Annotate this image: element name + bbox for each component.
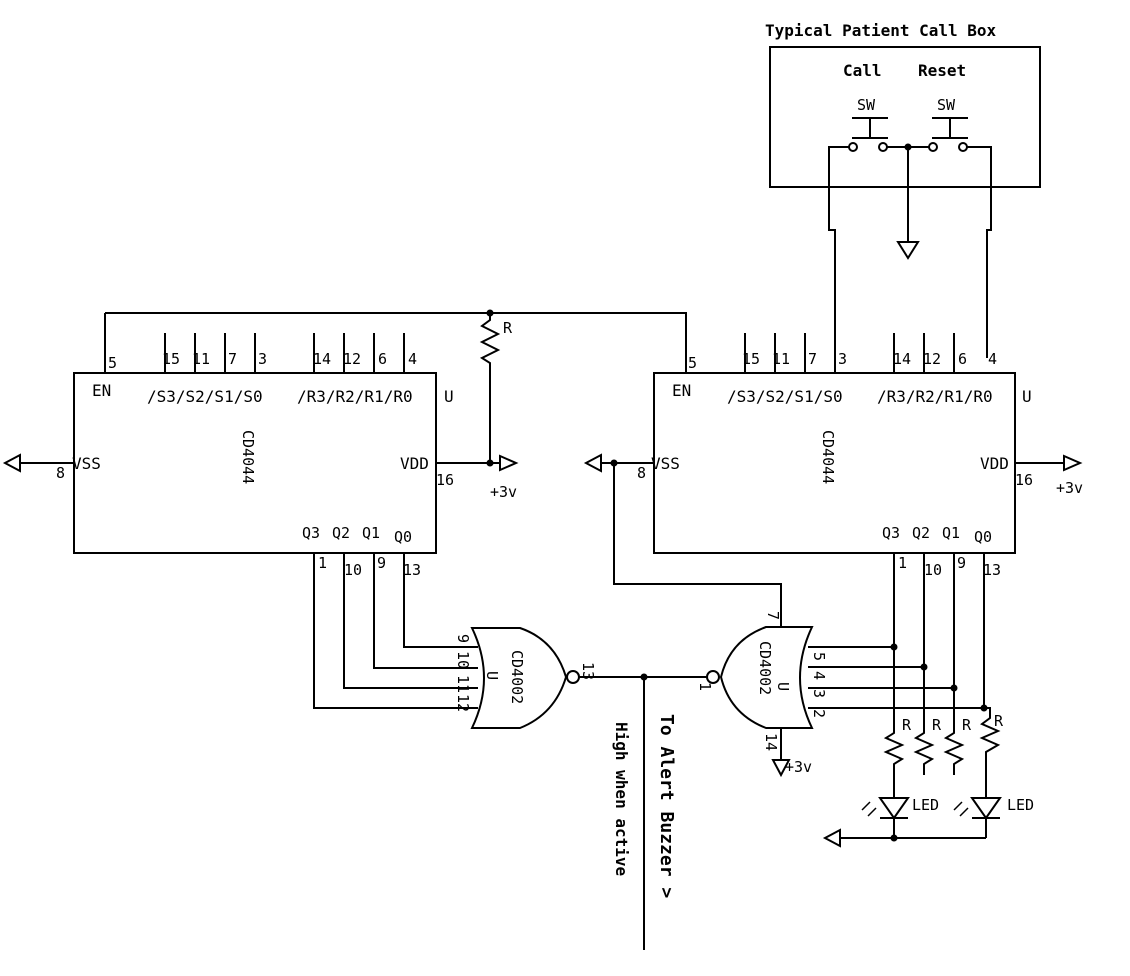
reset-switch: SW	[928, 96, 968, 152]
svg-text:U: U	[444, 387, 454, 406]
svg-text:/S3/S2/S1/S0: /S3/S2/S1/S0	[727, 387, 843, 406]
svg-text:5: 5	[688, 354, 697, 372]
alert-buzzer-label: To Alert Buzzer >	[656, 714, 677, 898]
svg-text:8: 8	[56, 464, 65, 482]
svg-text:10: 10	[454, 651, 472, 669]
svg-text:13: 13	[579, 662, 597, 680]
svg-text:VDD: VDD	[400, 454, 429, 473]
svg-text:/S3/S2/S1/S0: /S3/S2/S1/S0	[147, 387, 263, 406]
svg-text:6: 6	[378, 350, 387, 368]
svg-text:+3v: +3v	[490, 483, 517, 501]
svg-text:5: 5	[810, 652, 828, 661]
svg-text:EN: EN	[92, 381, 111, 400]
svg-text:12: 12	[343, 350, 361, 368]
svg-text:5: 5	[108, 354, 117, 372]
call-box-title: Typical Patient Call Box	[765, 21, 997, 40]
ic-left-cd4044: 5 EN 15 11 7 3 /S3/S2/S1/S0 14 12 6 4 /R…	[2, 313, 519, 579]
svg-text:7: 7	[228, 350, 237, 368]
svg-text:+3v: +3v	[1056, 479, 1083, 497]
call-switch-label: SW	[857, 96, 876, 114]
call-switch: SW	[848, 96, 888, 152]
svg-text:6: 6	[958, 350, 967, 368]
svg-text:3: 3	[810, 689, 828, 698]
svg-text:/R3/R2/R1/R0: /R3/R2/R1/R0	[297, 387, 413, 406]
call-label: Call	[843, 61, 882, 80]
svg-text:7: 7	[808, 350, 817, 368]
svg-text:11: 11	[192, 350, 210, 368]
svg-text:1: 1	[696, 682, 714, 691]
call-box-frame	[769, 46, 1041, 188]
reset-switch-label: SW	[937, 96, 956, 114]
svg-text:R: R	[503, 319, 513, 337]
ic-right-part: CD4044	[819, 430, 837, 484]
svg-text:16: 16	[1015, 471, 1033, 489]
reset-label: Reset	[918, 61, 966, 80]
svg-text:4: 4	[810, 671, 828, 680]
svg-text:14: 14	[313, 350, 331, 368]
svg-text:Q1: Q1	[362, 524, 380, 542]
svg-text:CD4002: CD4002	[508, 650, 526, 704]
ground-symbol	[896, 241, 920, 260]
svg-text:VSS: VSS	[651, 454, 680, 473]
svg-text:2: 2	[810, 709, 828, 718]
svg-text:13: 13	[983, 561, 1001, 579]
led-resistors: R R R R	[883, 712, 1004, 798]
svg-text:4: 4	[988, 350, 997, 368]
svg-text:1: 1	[898, 554, 907, 572]
svg-text:12: 12	[923, 350, 941, 368]
svg-text:14: 14	[762, 733, 780, 751]
nor-left-cd4002: 9 10 11 12 CD4002 U 13	[454, 627, 597, 729]
svg-text:R: R	[994, 712, 1004, 730]
svg-text:R: R	[962, 716, 972, 734]
svg-text:U: U	[1022, 387, 1032, 406]
svg-text:Q3: Q3	[882, 524, 900, 542]
svg-text:7: 7	[764, 611, 782, 620]
svg-text:8: 8	[637, 464, 646, 482]
svg-text:9: 9	[454, 634, 472, 643]
svg-text:4: 4	[408, 350, 417, 368]
svg-text:VSS: VSS	[72, 454, 101, 473]
ic-left-part: CD4044	[239, 430, 257, 484]
svg-text:/R3/R2/R1/R0: /R3/R2/R1/R0	[877, 387, 993, 406]
svg-text:EN: EN	[672, 381, 691, 400]
svg-text:R: R	[902, 716, 912, 734]
svg-text:9: 9	[957, 554, 966, 572]
led-right: LED	[953, 796, 1034, 820]
svg-text:10: 10	[344, 561, 362, 579]
svg-text:LED: LED	[912, 796, 939, 814]
svg-text:14: 14	[893, 350, 911, 368]
svg-text:13: 13	[403, 561, 421, 579]
svg-text:Q0: Q0	[974, 528, 992, 546]
svg-text:11: 11	[454, 675, 472, 693]
active-high-note: High when active	[612, 722, 631, 876]
svg-text:Q2: Q2	[912, 524, 930, 542]
svg-text:VDD: VDD	[980, 454, 1009, 473]
svg-text:+3v: +3v	[785, 758, 812, 776]
svg-text:R: R	[932, 716, 942, 734]
svg-text:U: U	[774, 682, 792, 691]
svg-text:16: 16	[436, 471, 454, 489]
pullup-resistor: R	[479, 313, 513, 463]
svg-text:Q1: Q1	[942, 524, 960, 542]
svg-text:12: 12	[454, 694, 472, 712]
led-left: LED	[861, 796, 939, 820]
ic-right-cd4044: 5 EN 15 11 7 3 /S3/S2/S1/S0 14 12 6 4 /R…	[583, 333, 1083, 579]
svg-text:1: 1	[318, 554, 327, 572]
nor-right-cd4002: CD4002 U 5 4 3 2 1 7 14	[696, 611, 828, 751]
svg-text:15: 15	[162, 350, 180, 368]
svg-text:11: 11	[772, 350, 790, 368]
svg-text:LED: LED	[1007, 796, 1034, 814]
svg-text:Q0: Q0	[394, 528, 412, 546]
call-box: Typical Patient Call Box Call Reset SW S…	[765, 21, 1041, 358]
svg-text:Q2: Q2	[332, 524, 350, 542]
svg-text:10: 10	[924, 561, 942, 579]
svg-text:Q3: Q3	[302, 524, 320, 542]
svg-text:3: 3	[838, 350, 847, 368]
svg-text:U: U	[483, 671, 501, 680]
svg-text:15: 15	[742, 350, 760, 368]
svg-text:3: 3	[258, 350, 267, 368]
svg-text:9: 9	[377, 554, 386, 572]
svg-text:CD4002: CD4002	[756, 641, 774, 695]
